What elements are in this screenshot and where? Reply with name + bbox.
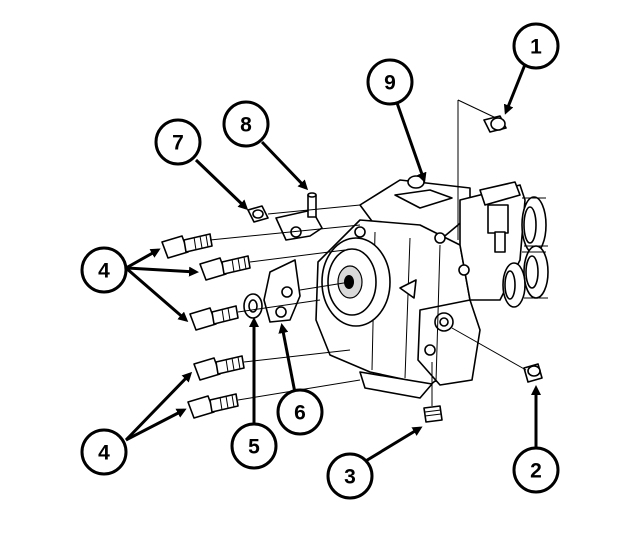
callout-8: 8 xyxy=(222,100,270,148)
part-7-nut xyxy=(247,205,269,223)
callout-1-label: 1 xyxy=(530,36,542,59)
callout-9: 9 xyxy=(366,58,414,106)
callout-4-upper: 4 xyxy=(80,246,128,294)
main-housing xyxy=(315,175,526,399)
part-4-bolts xyxy=(161,233,251,419)
callout-1: 1 xyxy=(512,22,560,70)
part-1-plug xyxy=(483,115,507,133)
callout-4-upper-label: 4 xyxy=(98,260,110,283)
part-6-bracket xyxy=(263,259,301,323)
callout-7: 7 xyxy=(154,118,202,166)
leader-lines xyxy=(124,61,541,464)
callout-9-label: 9 xyxy=(384,72,396,95)
gear-cluster xyxy=(502,196,549,308)
callout-3-label: 3 xyxy=(344,466,356,489)
callout-5-label: 5 xyxy=(248,436,260,459)
callout-8-label: 8 xyxy=(240,114,252,137)
callout-2-label: 2 xyxy=(530,460,542,483)
part-2-plug xyxy=(523,363,543,383)
part-3-fitting xyxy=(423,405,443,423)
callout-3: 3 xyxy=(326,452,374,500)
alignment-lines xyxy=(209,99,527,406)
callout-4-lower-label: 4 xyxy=(98,442,110,465)
wing-nut xyxy=(399,279,417,299)
part-5-washer xyxy=(243,293,263,319)
callout-4-lower: 4 xyxy=(80,428,128,476)
callout-2: 2 xyxy=(512,446,560,494)
callout-6-label: 6 xyxy=(294,402,306,425)
callout-7-label: 7 xyxy=(172,132,184,155)
callout-6: 6 xyxy=(276,388,324,436)
callout-5: 5 xyxy=(230,422,278,470)
pulley-hub xyxy=(321,237,391,327)
